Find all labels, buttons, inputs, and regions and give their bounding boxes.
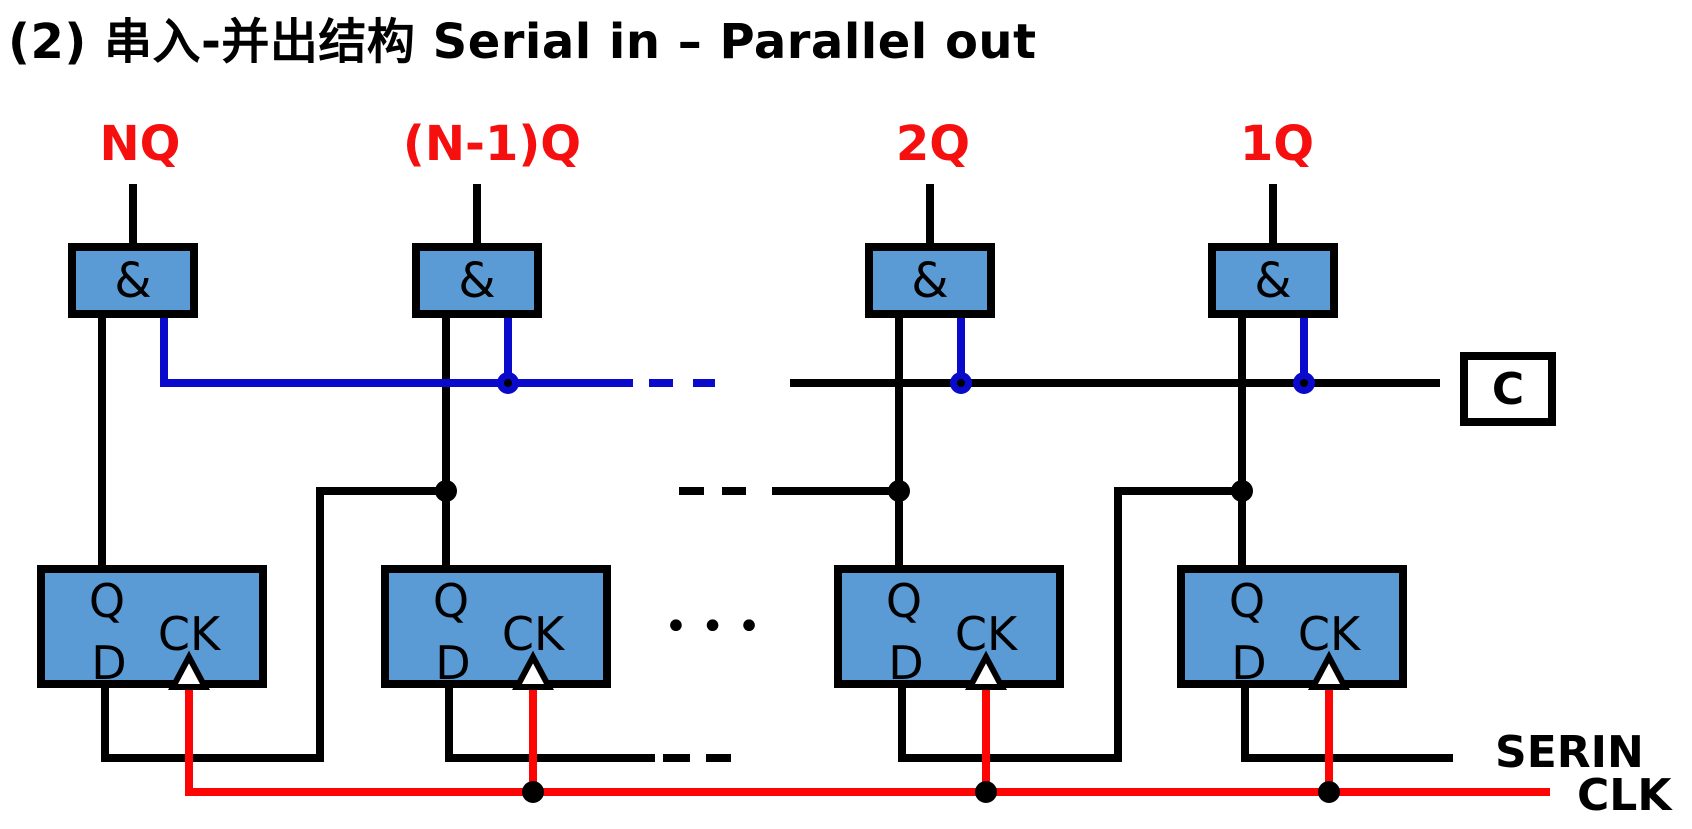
ff-port-d: D <box>435 636 471 690</box>
ff-port-q: Q <box>88 574 126 628</box>
flipflop-2q: Q D CK <box>834 565 1064 690</box>
junction-dot-c-2q <box>950 372 972 394</box>
ff-port-q: Q <box>432 574 470 628</box>
ff-port-q: Q <box>1228 574 1266 628</box>
and-symbol: & <box>458 252 496 309</box>
ff-port-q: Q <box>885 574 923 628</box>
output-label-n1q: (N-1)Q <box>402 116 582 172</box>
ff-port-ck: CK <box>1297 607 1361 661</box>
and-gate-nq: & <box>68 243 198 318</box>
ff-port-ck: CK <box>501 607 565 661</box>
ff-port-ck: CK <box>157 607 221 661</box>
flipflop-1q: Q D CK <box>1177 565 1407 690</box>
junction-dot-c-1q <box>1293 372 1315 394</box>
ff-port-d: D <box>888 636 924 690</box>
ff-port-d: D <box>1231 636 1267 690</box>
ff-port-d: D <box>91 636 127 690</box>
c-output-box: C <box>1460 352 1556 426</box>
wire-d-n1q-rightward <box>445 688 655 762</box>
output-label-nq: NQ <box>99 116 181 172</box>
diagram-title: (2) 串入-并出结构 Serial in – Parallel out <box>8 14 1037 70</box>
clk-label: CLK <box>1577 770 1672 821</box>
junction-dot-core <box>504 379 512 387</box>
junction-dot-core <box>1300 379 1308 387</box>
junction-dot-q-2q <box>888 480 910 502</box>
junction-dot-q-n1q <box>435 480 457 502</box>
junction-dot-clk-n1q <box>522 781 544 803</box>
and-gate-2q: & <box>865 243 995 318</box>
flipflop-n1q: Q D CK <box>381 565 611 690</box>
junction-dot-clk-1q <box>1318 781 1340 803</box>
output-label-1q: 1Q <box>1239 116 1315 172</box>
junction-dot-clk-2q <box>975 781 997 803</box>
and-gate-1q: & <box>1208 243 1338 318</box>
junction-dot-core <box>957 379 965 387</box>
wire-and-out-nq-c-bus <box>160 318 633 387</box>
and-symbol: & <box>1254 252 1292 309</box>
junction-dot-q-1q <box>1231 480 1253 502</box>
and-gate-n1q: & <box>412 243 542 318</box>
flipflop-nq: Q D CK <box>37 565 267 690</box>
output-label-2q: 2Q <box>895 116 971 172</box>
and-symbol: & <box>114 252 152 309</box>
hidden-stages-ellipsis: ••• <box>664 604 774 650</box>
bus-clk <box>185 688 1550 796</box>
wire-serin <box>1241 688 1453 762</box>
and-symbol: & <box>911 252 949 309</box>
ff-port-ck: CK <box>954 607 1018 661</box>
junction-dot-c-n1q <box>497 372 519 394</box>
c-output-label: C <box>1491 363 1525 415</box>
